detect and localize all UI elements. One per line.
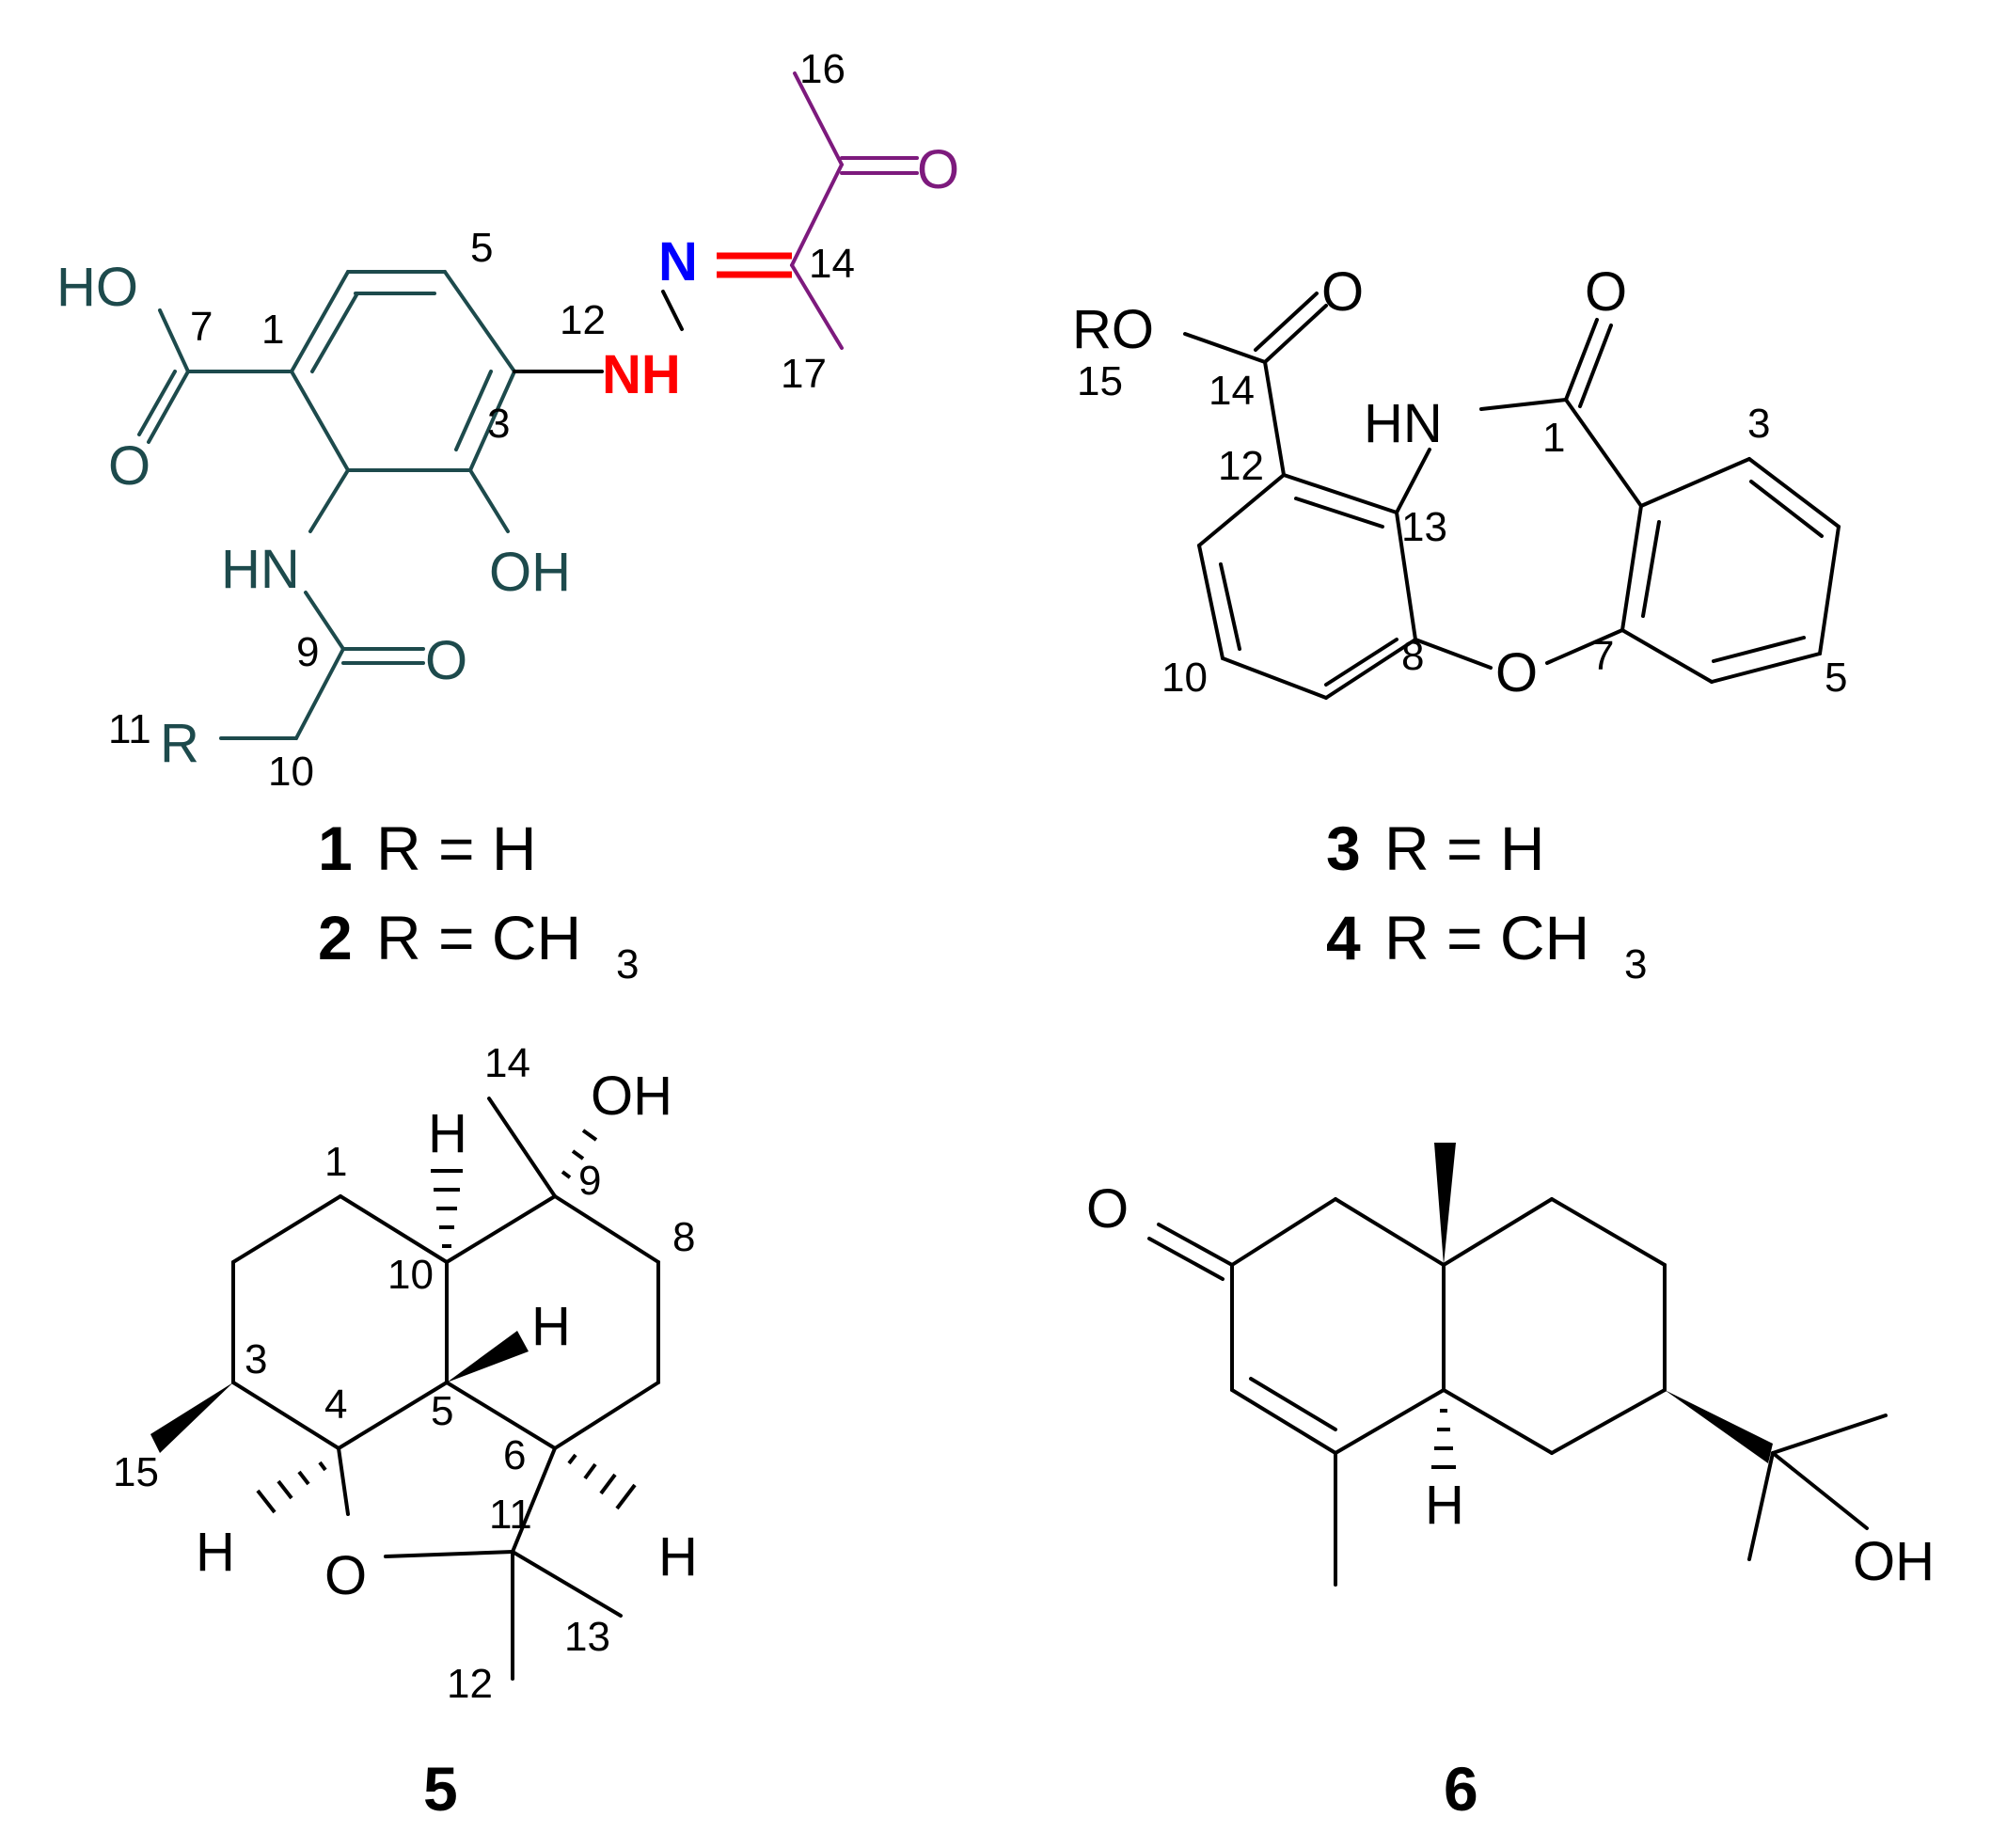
- locant-3: 3: [1747, 401, 1770, 447]
- ether-oxygen-label: O: [324, 1545, 367, 1606]
- compound-1-2: HO O HN O OH NH N O R 1 3 5 7 9 10 11 12…: [56, 46, 959, 795]
- ester-ro-label: RO: [1072, 299, 1154, 360]
- caption-4-text: R = CH: [1384, 903, 1589, 972]
- compound-6-hashed-bond: [1431, 1409, 1456, 1469]
- caption-3-number: 3: [1326, 813, 1361, 883]
- caption-1-number: 1: [318, 813, 353, 883]
- locant-12: 12: [560, 297, 606, 343]
- tertiary-hydroxyl-label: OH: [1853, 1531, 1935, 1592]
- caption-compound-3: 3 R = H: [1326, 813, 1545, 883]
- compound-3-bonds: [1183, 292, 1841, 700]
- h10-label: H: [428, 1103, 467, 1164]
- amide-oxygen-label: O: [425, 630, 467, 691]
- c3-methyl-wedge: [150, 1382, 233, 1453]
- caption-2-text: R = CH: [376, 903, 581, 972]
- ketone-oxygen-label: O: [917, 139, 959, 200]
- compound-3-4: RO O HN O O 1 3 5 7 8 10 12 13 14 15: [1072, 261, 1847, 703]
- amide-nh-label: HN: [221, 539, 300, 600]
- locant-12: 12: [447, 1661, 493, 1707]
- locant-14: 14: [809, 241, 855, 287]
- ether-oxygen-label: O: [1495, 642, 1538, 703]
- locant-10: 10: [268, 749, 314, 795]
- locant-7: 7: [1591, 633, 1614, 679]
- caption-compound-1: 1 R = H: [318, 813, 537, 883]
- ester-oxygen-label: O: [1321, 261, 1364, 323]
- compound-1-hydrazone-bonds: [513, 290, 684, 373]
- locant-10: 10: [1161, 655, 1208, 701]
- h5-label: H: [531, 1296, 571, 1357]
- lactam-nh-label: HN: [1364, 393, 1443, 454]
- locant-5: 5: [470, 225, 493, 271]
- ring-junction-h-label: H: [1425, 1475, 1464, 1536]
- compound-3-numbering: 1 3 5 7 8 10 12 13 14 15: [1077, 358, 1847, 701]
- locant-1: 1: [261, 307, 284, 353]
- compound-captions: 1 R = H 2 R = CH 3 3 R = H 4 R = CH 3 5 …: [318, 813, 1647, 1824]
- caption-compound-2: 2 R = CH 3: [318, 903, 639, 987]
- caption-2-subscript: 3: [616, 941, 639, 987]
- locant-10: 10: [387, 1252, 434, 1298]
- enone-oxygen-label: O: [1086, 1178, 1129, 1240]
- compound-1-teal-bonds: [137, 270, 516, 740]
- caption-compound-4: 4 R = CH 3: [1326, 903, 1647, 987]
- locant-1: 1: [324, 1139, 347, 1185]
- locant-3: 3: [245, 1336, 267, 1382]
- locant-9: 9: [578, 1158, 601, 1204]
- locant-9: 9: [296, 629, 319, 675]
- caption-5-number: 5: [423, 1754, 458, 1824]
- imine-n-label: N: [658, 231, 698, 292]
- compound-1-numbering: 1 3 5 7 9 10 11 12 14 16 17: [108, 46, 855, 795]
- compound-5-bonds: [231, 1097, 660, 1681]
- compound-6-bonds: [1147, 1197, 1888, 1587]
- compound-5-hashed-bonds: [256, 1129, 637, 1514]
- lactam-oxygen-label: O: [1585, 261, 1627, 323]
- caption-1-text: R = H: [376, 813, 537, 883]
- locant-15: 15: [113, 1449, 159, 1495]
- locant-11: 11: [489, 1492, 532, 1538]
- hydrazone-nh-label: NH: [602, 344, 681, 405]
- locant-7: 7: [190, 304, 213, 350]
- caption-6-number: 6: [1444, 1754, 1478, 1824]
- locant-15: 15: [1077, 358, 1123, 404]
- locant-8: 8: [1401, 633, 1424, 679]
- locant-14: 14: [1209, 368, 1255, 414]
- caption-4-number: 4: [1326, 903, 1361, 972]
- locant-13: 13: [1401, 504, 1447, 550]
- locant-14: 14: [484, 1040, 530, 1086]
- oxygen-label-acid: O: [108, 435, 150, 497]
- compound-1-purple-bonds: [790, 71, 919, 350]
- locant-5: 5: [1825, 655, 1847, 701]
- locant-3: 3: [487, 401, 510, 447]
- h6-label: H: [658, 1526, 698, 1587]
- caption-3-text: R = H: [1384, 813, 1545, 883]
- angular-methyl-wedge: [1434, 1143, 1456, 1265]
- locant-16: 16: [799, 46, 845, 92]
- compound-1-imine-bond: [717, 252, 792, 278]
- locant-4: 4: [324, 1382, 347, 1428]
- locant-1: 1: [1542, 415, 1565, 461]
- h4-label: H: [196, 1522, 235, 1583]
- side-chain-wedge: [1665, 1390, 1773, 1463]
- locant-17: 17: [781, 351, 827, 397]
- caption-4-subscript: 3: [1624, 941, 1647, 987]
- hydroxyl-label-acid: HO: [56, 257, 138, 318]
- phenol-oh-label: OH: [489, 542, 571, 603]
- locant-12: 12: [1218, 443, 1264, 489]
- c5-h-wedge: [447, 1331, 529, 1382]
- caption-2-number: 2: [318, 903, 353, 972]
- locant-6: 6: [503, 1432, 526, 1478]
- locant-13: 13: [564, 1614, 610, 1660]
- compound-5-numbering: 1 3 4 5 6 8 9 10 11 12 13 14 15: [113, 1040, 695, 1707]
- c9-hydroxyl-label: OH: [591, 1066, 672, 1127]
- locant-5: 5: [431, 1388, 453, 1434]
- compound-6: O H OH: [1086, 1143, 1935, 1592]
- compound-5: OH O H H H H 1 3 4 5 6 8 9 10 11 12 13 1…: [113, 1040, 698, 1707]
- locant-11: 11: [108, 706, 151, 752]
- locant-8: 8: [672, 1214, 695, 1260]
- r-group-label: R: [160, 713, 199, 774]
